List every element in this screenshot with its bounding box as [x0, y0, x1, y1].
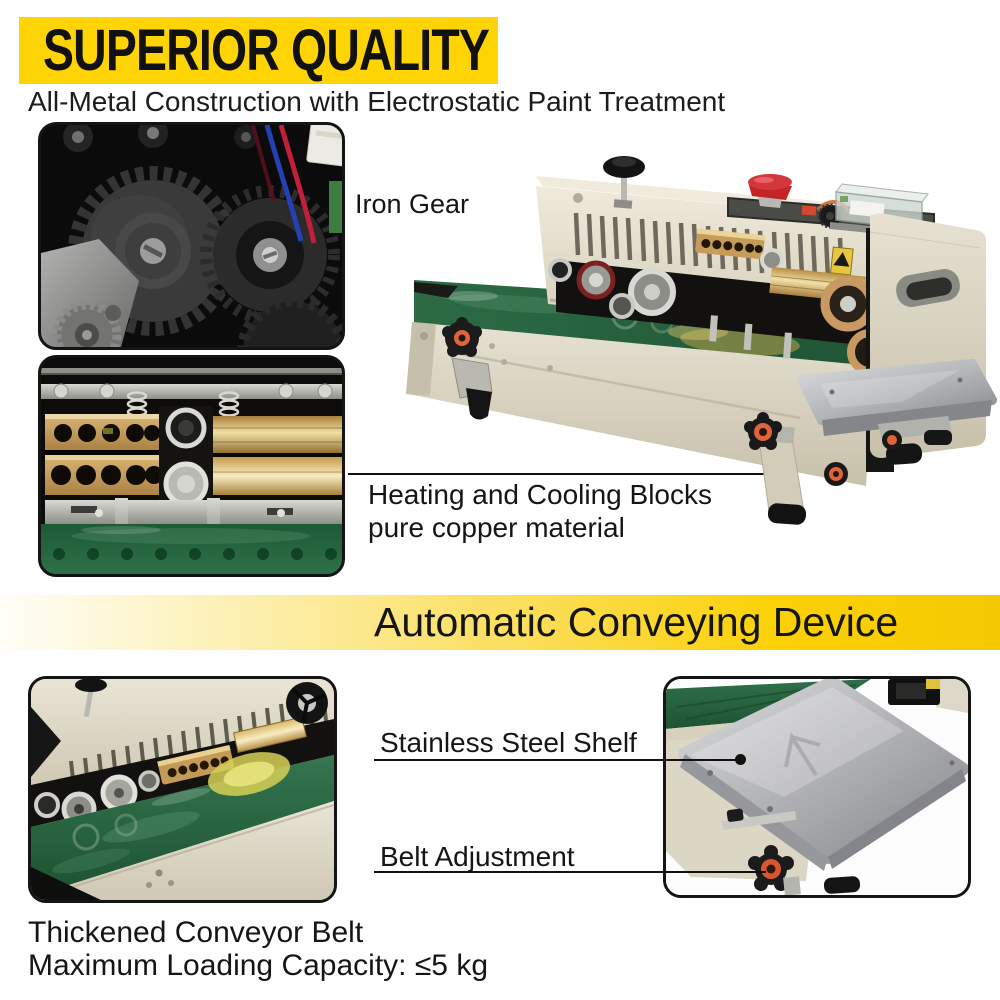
subtitle-text: All-Metal Construction with Electrostati… [28, 86, 726, 117]
silver-rod [721, 808, 797, 831]
copper-block-upper [45, 414, 161, 450]
top-rod [41, 368, 342, 373]
corner-shadow [31, 867, 101, 900]
carry-handle [896, 269, 960, 307]
gold-bar-lower [213, 457, 342, 495]
top-adjust-knob [603, 156, 645, 209]
green-belt-strip [41, 524, 342, 574]
belt-callout-line [374, 871, 766, 873]
blocks-callout-hline [348, 473, 793, 475]
shelf-callout-line [374, 759, 741, 761]
footer-text: Thickened Conveyor Belt Maximum Loading … [28, 916, 488, 982]
white-connector [306, 125, 342, 169]
rubber-foot [823, 876, 861, 894]
blocks-caption: Heating and Cooling Blocks pure copper m… [368, 478, 712, 544]
gold-bar-upper [213, 416, 342, 453]
shelf-plate [678, 679, 968, 871]
stainless-shelf [797, 359, 997, 445]
bottom-sprocket [237, 295, 342, 347]
conveying-device-banner: Automatic Conveying Device [0, 595, 1000, 650]
pcb-edge [329, 181, 342, 233]
footer-line2: Maximum Loading Capacity: ≤5 kg [28, 949, 489, 982]
belt-knob-front [744, 412, 782, 450]
belt-knob-tower [882, 430, 902, 450]
band-sealer-illustration [406, 156, 997, 525]
banner-title: SUPERIOR QUALITY [43, 18, 490, 83]
red-wire [278, 125, 317, 244]
band-wheel [286, 682, 328, 724]
top-knob [75, 679, 107, 718]
indicator-light [801, 205, 817, 216]
blue-wire [264, 125, 304, 242]
rail-screws [53, 383, 333, 399]
copper-block-lower [45, 455, 163, 495]
iron-gear-illustration [41, 125, 342, 347]
belt-adjustment-label: Belt Adjustment [380, 841, 575, 872]
conveying-banner-text: Automatic Conveying Device [374, 599, 899, 645]
warning-sticker [830, 246, 854, 276]
green-belt [31, 752, 334, 897]
footer-line1: Thickened Conveyor Belt [28, 916, 364, 949]
belt-knob-left [442, 317, 482, 357]
support-post [783, 876, 801, 895]
gold-bright-bar [233, 716, 307, 753]
control-panel [727, 174, 935, 239]
left-dark-edge [31, 707, 61, 777]
perforated-gold-plate [695, 228, 766, 260]
left-leg [451, 357, 493, 420]
small-cast-gear [52, 300, 122, 347]
belt-knob-lower [824, 462, 848, 486]
band-wheel [820, 276, 876, 332]
power-socket [888, 679, 968, 713]
emergency-stop-button [748, 174, 792, 208]
iron-gear-label: Iron Gear [355, 189, 470, 219]
top-rail [41, 384, 342, 399]
conveyor-belt-photo [28, 676, 337, 903]
screw-bosses [63, 125, 258, 152]
iron-gear-photo [38, 122, 345, 350]
gold-block [157, 744, 235, 785]
heating-blocks-photo [38, 355, 345, 577]
conveyor-belt-illustration [31, 679, 334, 900]
shelf-label: Stainless Steel Shelf [380, 727, 637, 758]
belt-adjustment-knob [748, 845, 794, 891]
heating-blocks-illustration [41, 358, 342, 574]
shelf-callout-dot [735, 754, 746, 765]
blocks-caption-line2: pure copper material [368, 512, 625, 543]
band-sealer-machine-photo [400, 140, 1000, 600]
superior-quality-banner: SUPERIOR QUALITY [19, 17, 498, 84]
embossed-arrow [784, 731, 821, 777]
rear-leg [753, 424, 807, 525]
dark-wire [251, 125, 276, 202]
steel-shelf-illustration [666, 679, 968, 895]
center-module [159, 406, 213, 512]
steel-shelf-photo [663, 676, 971, 898]
blocks-caption-line1: Heating and Cooling Blocks [368, 479, 712, 510]
